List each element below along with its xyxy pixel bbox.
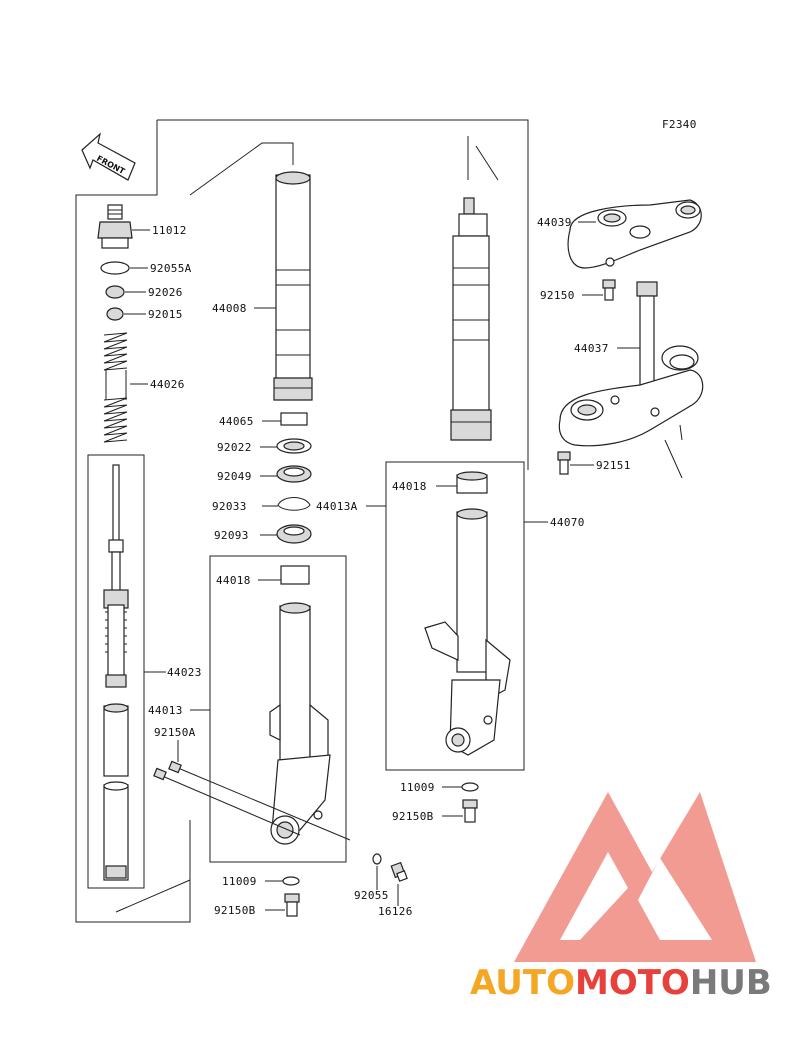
label-92150-top: 92150 <box>540 289 575 302</box>
label-92033: 92033 <box>212 500 247 513</box>
label-92150B-left: 92150B <box>214 904 256 917</box>
clamp-leader-line <box>664 424 683 479</box>
bolt-92151 <box>557 451 571 475</box>
label-44013: 44013 <box>148 704 183 717</box>
label-44065: 44065 <box>219 415 254 428</box>
label-44018-right: 44018 <box>392 480 427 493</box>
front-arrow-icon: FRONT <box>81 132 136 181</box>
inner-tube <box>273 171 313 401</box>
drain-bolt-16126 <box>390 861 408 882</box>
label-44037: 44037 <box>574 342 609 355</box>
label-92055A: 92055A <box>150 262 192 275</box>
bolt-head-92150A-a <box>168 760 182 774</box>
bolt-92150-top <box>602 279 616 301</box>
watermark-moto: MOTO <box>575 963 690 1003</box>
o-ring <box>100 261 130 275</box>
watermark-auto: AUTO <box>470 963 575 1003</box>
outer-tube-right <box>424 508 511 756</box>
upper-triple-clamp <box>567 199 702 269</box>
bolt-head-92150A-b <box>153 767 167 781</box>
label-16126: 16126 <box>378 905 413 918</box>
fork-cap-bolt <box>97 204 133 249</box>
fork-spring <box>103 332 128 443</box>
snap-ring-92033 <box>277 497 311 511</box>
watermark-hub: HUB <box>690 963 772 1003</box>
washer-11009-right <box>461 782 479 792</box>
watermark-triangle-icon <box>514 792 756 962</box>
diagram-code: F2340 <box>662 118 697 131</box>
inner-tube-right <box>450 197 492 441</box>
bolt-92150B-left <box>284 893 300 917</box>
nut-92015 <box>106 307 124 321</box>
label-11009-right: 11009 <box>400 781 435 794</box>
label-92015: 92015 <box>148 308 183 321</box>
damper-rod-assembly <box>103 464 129 881</box>
outer-frame <box>75 119 529 923</box>
label-44026: 44026 <box>150 378 185 391</box>
label-11012: 11012 <box>152 224 187 237</box>
bolt-92150B-right <box>462 799 478 823</box>
o-ring-92055 <box>372 853 382 865</box>
label-92049: 92049 <box>217 470 252 483</box>
label-92026: 92026 <box>148 286 183 299</box>
bushing-44018-left <box>280 565 310 585</box>
washer-92026 <box>105 285 125 299</box>
label-92093: 92093 <box>214 529 249 542</box>
label-92055: 92055 <box>354 889 389 902</box>
label-44018-left: 44018 <box>216 574 251 587</box>
label-44039: 44039 <box>537 216 572 229</box>
bushing-44065 <box>280 412 308 426</box>
outer-tube-left <box>269 602 331 845</box>
label-44070: 44070 <box>550 516 585 529</box>
label-92150B-right: 92150B <box>392 810 434 823</box>
watermark-logo <box>514 792 756 962</box>
lower-triple-clamp-stem <box>558 281 704 447</box>
label-92022: 92022 <box>217 441 252 454</box>
watermark-text: AUTOMOTOHUB <box>470 963 772 1003</box>
label-92150A: 92150A <box>154 726 196 739</box>
label-44008: 44008 <box>212 302 247 315</box>
label-92151: 92151 <box>596 459 631 472</box>
outer-tube-group-box <box>209 555 347 863</box>
label-44023: 44023 <box>167 666 202 679</box>
label-11009-left: 11009 <box>222 875 257 888</box>
label-44013A: 44013A <box>316 500 358 513</box>
washer-11009-left <box>282 876 300 886</box>
